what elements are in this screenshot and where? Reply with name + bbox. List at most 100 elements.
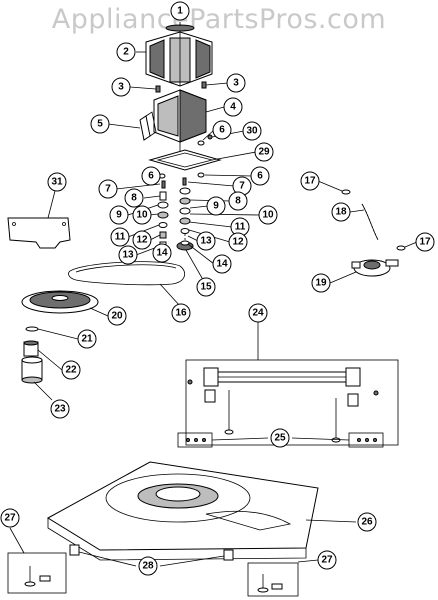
callout-3-right: 3 [226, 73, 246, 93]
callout-13-left: 13 [118, 245, 138, 265]
callout-6-right: 6 [250, 166, 270, 186]
callout-label: 7 [239, 181, 245, 192]
callout-label: 25 [274, 433, 286, 444]
part-27-leg-kits [7, 527, 319, 597]
callout-label: 21 [81, 334, 93, 345]
callout-label: 28 [142, 561, 154, 572]
part-2-agitator-top [145, 31, 213, 87]
part-21-clip [25, 326, 39, 332]
part-24-rail-kit [185, 322, 399, 446]
callout-25: 25 [270, 428, 290, 448]
callout-label: 13 [122, 250, 134, 261]
callout-label: 22 [65, 365, 77, 376]
callout-label: 3 [118, 82, 124, 93]
callout-label: 8 [131, 193, 137, 204]
callout-22: 22 [61, 360, 81, 380]
callout-6-left: 6 [141, 166, 161, 186]
callout-8-left: 8 [124, 188, 144, 208]
callout-label: 15 [200, 282, 212, 293]
callout-15: 15 [196, 277, 216, 297]
callout-label: 10 [136, 210, 148, 221]
callout-23: 23 [50, 399, 70, 419]
callout-label: 26 [361, 517, 373, 528]
callout-label: 29 [258, 147, 270, 158]
part-25-hardware-cards [177, 432, 384, 448]
callout-label: 4 [230, 102, 236, 113]
callout-14-right: 14 [212, 254, 232, 274]
part-16-drive-belt [68, 261, 186, 286]
callout-21: 21 [77, 329, 97, 349]
callout-label: 27 [321, 555, 333, 566]
part-29-mounting-plate [148, 149, 222, 171]
callout-10-right: 10 [258, 205, 278, 225]
callout-label: 6 [148, 171, 154, 182]
callout-17-top: 17 [300, 171, 320, 191]
part-19-pump [351, 259, 399, 277]
callout-label: 10 [262, 210, 274, 221]
callout-label: 11 [235, 222, 246, 233]
callout-label: 3 [233, 78, 239, 89]
part-31-panel [7, 190, 71, 249]
callout-30: 30 [242, 121, 262, 141]
part-1-cap [165, 22, 195, 32]
callout-9-left: 9 [109, 205, 129, 225]
part-18-hose [361, 203, 379, 241]
callout-20: 20 [107, 306, 127, 326]
part-30-fastener [207, 134, 213, 140]
part-20-large-pulley [21, 290, 99, 314]
callout-label: 13 [200, 236, 212, 247]
callout-label: 20 [111, 311, 123, 322]
callout-label: 17 [419, 237, 431, 248]
part-5-bracket [139, 111, 157, 141]
callout-28: 28 [138, 556, 158, 576]
callout-27-right: 27 [317, 550, 337, 570]
callout-label: 6 [257, 171, 263, 182]
callout-1: 1 [170, 1, 190, 21]
callout-9-right: 9 [206, 196, 226, 216]
callout-29: 29 [254, 142, 274, 162]
part-4-motor [153, 89, 207, 152]
callout-label: 14 [216, 259, 228, 270]
watermark-text: AppliancePartsPros.com [51, 4, 387, 35]
callout-label: 9 [116, 210, 122, 221]
callout-label: 9 [213, 201, 219, 212]
callout-label: 16 [175, 308, 187, 319]
callout-18: 18 [331, 202, 351, 222]
callout-label: 6 [219, 125, 225, 136]
part-17-clamp [341, 189, 406, 251]
callout-label: 31 [51, 177, 63, 188]
callout-label: 18 [335, 207, 347, 218]
callout-label: 12 [232, 237, 244, 248]
callout-label: 17 [304, 176, 316, 187]
callout-6-top: 6 [212, 120, 232, 140]
callout-2: 2 [116, 42, 136, 62]
callout-label: 24 [252, 308, 264, 319]
callout-26: 26 [357, 512, 377, 532]
callout-24: 24 [248, 303, 268, 323]
callout-3-left: 3 [111, 77, 131, 97]
callout-label: 23 [54, 404, 66, 415]
callout-31: 31 [47, 172, 67, 192]
callout-12-left: 12 [132, 230, 152, 250]
hardware-stack-right [179, 177, 191, 240]
callout-label: 27 [4, 513, 16, 524]
part-15-pulley [176, 240, 194, 251]
callout-label: 2 [123, 47, 129, 58]
callout-14-left: 14 [152, 243, 172, 263]
callout-4: 4 [223, 97, 243, 117]
callout-5: 5 [90, 114, 110, 134]
callout-label: 7 [105, 184, 111, 195]
part-22-hub [23, 340, 39, 357]
part-6-grommet [158, 140, 205, 179]
callout-27-left: 27 [0, 508, 20, 528]
callout-11-left: 11 [110, 227, 130, 247]
callout-label: 11 [115, 232, 126, 243]
callout-label: 14 [156, 248, 168, 259]
part-26-base [47, 461, 357, 561]
callout-16: 16 [171, 303, 191, 323]
callout-8-right: 8 [228, 191, 248, 211]
callout-label: 19 [315, 278, 327, 289]
callout-label: 8 [235, 196, 241, 207]
part-28-feet [69, 544, 234, 567]
